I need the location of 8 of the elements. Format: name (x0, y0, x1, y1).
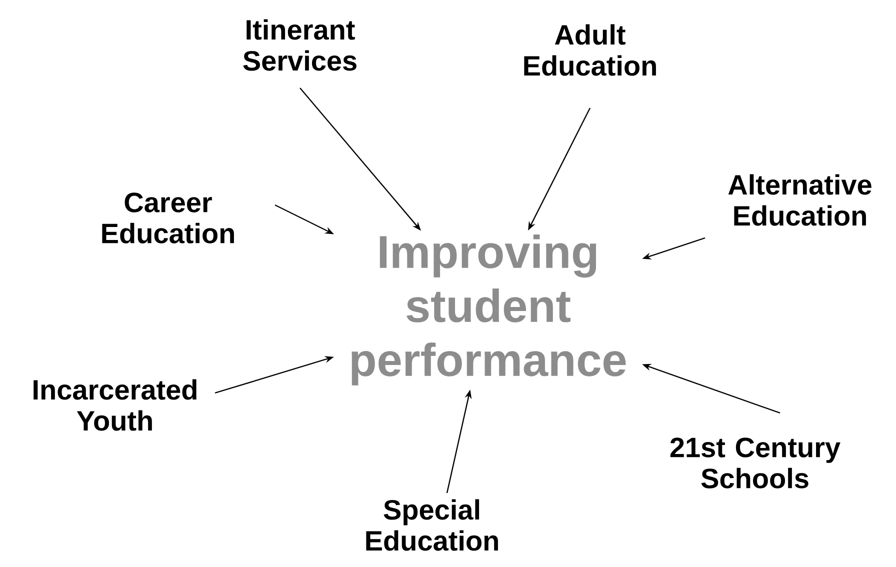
topic-label: Special Education (366, 499, 498, 551)
topic-label: Adult Education (524, 24, 656, 76)
topic-label: Career Education (102, 192, 234, 244)
topic-label: 21st Century Schools (670, 438, 840, 488)
topic-label: Alternative Education (728, 174, 872, 226)
topic-label: Incarcerated Youth (34, 379, 196, 431)
center-title: Improving student performance (352, 234, 626, 386)
topic-label: Itinerant Services (243, 19, 356, 71)
